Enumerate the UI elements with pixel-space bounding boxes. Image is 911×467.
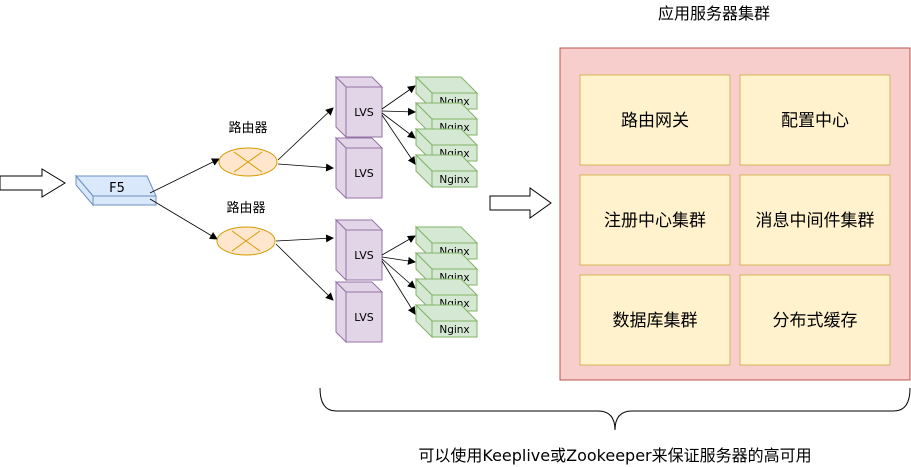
caption: 可以使用Keeplive或Zookeeper来保证服务器的高可用 xyxy=(418,446,811,465)
f5-label: F5 xyxy=(109,181,125,196)
nginx-server-7: Nginx xyxy=(414,277,479,313)
f5-device: F5 xyxy=(74,174,157,207)
cluster-title: 应用服务器集群 xyxy=(658,4,770,23)
lvs-server-1: LVS xyxy=(334,75,384,139)
router-1-label: 路由器 xyxy=(228,120,267,136)
edge-lvs-nginx xyxy=(381,260,416,315)
cluster-cells: 路由网关 配置中心 注册中心集群 消息中间件集群 数据库集群 分布式缓存 xyxy=(579,74,891,366)
lvs-server-4: LVS xyxy=(334,280,384,344)
incoming-arrow xyxy=(0,168,66,198)
nginx-server-4: Nginx xyxy=(414,153,479,189)
lvs-label: LVS xyxy=(354,249,373,262)
cell-routing-gateway-label: 路由网关 xyxy=(621,111,689,131)
lvs-label: LVS xyxy=(354,106,373,119)
nginx-label: Nginx xyxy=(439,324,469,336)
router-2-label: 路由器 xyxy=(226,200,265,216)
f5-side xyxy=(75,174,94,207)
edge-f5-router1 xyxy=(149,158,220,194)
lvs-server-3: LVS xyxy=(334,218,384,282)
nginx-server-8: Nginx xyxy=(414,303,479,339)
edge-lvs-nginx xyxy=(381,256,416,265)
lvs-nginx-edges xyxy=(381,85,416,315)
edge-lvs-nginx xyxy=(381,258,416,289)
lvs-label: LVS xyxy=(354,311,373,324)
cell-config-center xyxy=(739,74,891,166)
cell-db-cluster-label: 数据库集群 xyxy=(613,311,698,331)
router-1: 路由器 xyxy=(218,120,278,177)
cell-mq-cluster xyxy=(739,174,891,266)
f5-front xyxy=(92,195,157,206)
cell-config-center-label: 配置中心 xyxy=(781,111,849,131)
nginx-label: Nginx xyxy=(439,174,469,186)
lvs-label: LVS xyxy=(354,167,373,180)
edge-router2-lvs4 xyxy=(275,243,334,301)
lvs-server-2: LVS xyxy=(334,136,384,200)
edge-router1-lvs2 xyxy=(277,163,334,172)
cluster-arrow xyxy=(489,187,552,219)
cell-registry-cluster xyxy=(579,174,731,266)
edge-lvs-nginx xyxy=(381,85,416,110)
edge-lvs-nginx xyxy=(381,114,416,165)
edge-f5-router2 xyxy=(149,198,218,240)
edge-lvs-nginx xyxy=(381,107,416,116)
curly-brace xyxy=(319,387,911,431)
cell-distributed-cache xyxy=(739,274,891,366)
router-2: 路由器 xyxy=(216,200,276,256)
cell-routing-gateway xyxy=(579,74,731,166)
edge-lvs-nginx xyxy=(381,235,416,256)
cell-db-cluster xyxy=(579,274,731,366)
edge-router1-lvs1 xyxy=(277,107,334,161)
edge-router2-lvs3 xyxy=(275,234,334,243)
lvs-group: LVS LVS LVS LVS xyxy=(334,75,384,344)
cell-registry-cluster-label: 注册中心集群 xyxy=(604,211,706,231)
cell-distributed-cache-label: 分布式缓存 xyxy=(773,311,858,331)
cell-mq-cluster-label: 消息中间件集群 xyxy=(756,211,875,231)
edge-lvs-nginx xyxy=(381,112,416,139)
